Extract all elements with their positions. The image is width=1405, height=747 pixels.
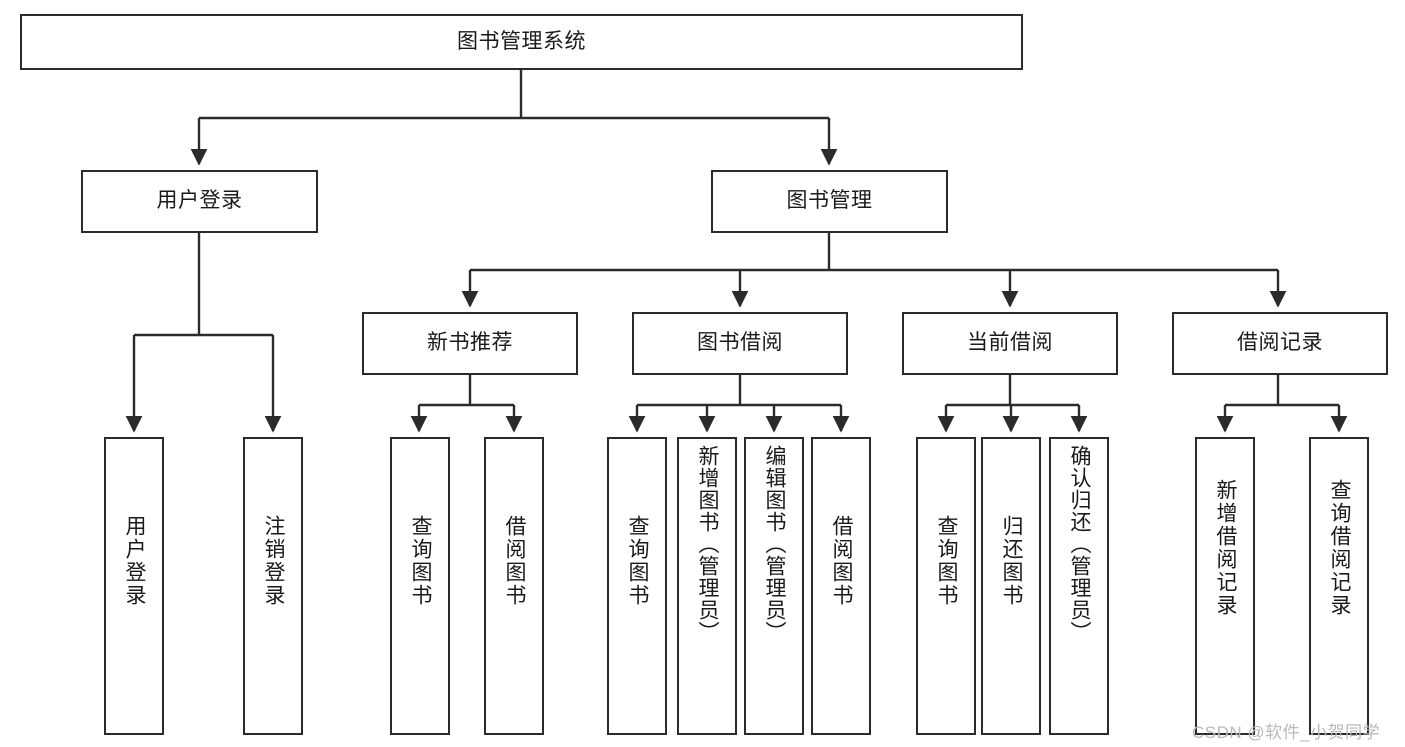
leaf-query-book-current[interactable]: 查询图书: [916, 437, 976, 735]
leaf-query-borrow-record[interactable]: 查询借阅记录: [1309, 437, 1369, 735]
leaf-confirm-return-label: 确认归还（管理员）: [1068, 445, 1092, 643]
leaf-query-borrow-record-label: 查询借阅记录: [1328, 479, 1352, 617]
leaf-add-book[interactable]: 新增图书（管理员）: [677, 437, 737, 735]
leaf-user-logout[interactable]: 注销登录: [243, 437, 303, 735]
node-new-book-recommend-label: 新书推荐: [427, 331, 513, 355]
node-book-manage[interactable]: 图书管理: [711, 170, 948, 233]
node-user-login[interactable]: 用户登录: [81, 170, 318, 233]
leaf-return-book-label: 归还图书: [1000, 515, 1024, 607]
leaf-user-login-label: 用户登录: [123, 515, 147, 607]
leaf-borrow-book-borrow[interactable]: 借阅图书: [811, 437, 871, 735]
node-book-manage-label: 图书管理: [786, 189, 873, 213]
leaf-query-book-borrow[interactable]: 查询图书: [607, 437, 667, 735]
leaf-borrow-book-borrow-label: 借阅图书: [830, 515, 854, 607]
node-root-system-label: 图书管理系统: [457, 29, 586, 53]
leaf-user-logout-label: 注销登录: [262, 515, 286, 607]
leaf-query-book-recommend-label: 查询图书: [409, 515, 433, 607]
node-borrow-record-label: 借阅记录: [1237, 331, 1323, 355]
leaf-add-borrow-record[interactable]: 新增借阅记录: [1195, 437, 1255, 735]
leaf-edit-book[interactable]: 编辑图书（管理员）: [744, 437, 804, 735]
leaf-query-book-recommend[interactable]: 查询图书: [390, 437, 450, 735]
leaf-query-book-current-label: 查询图书: [935, 515, 959, 607]
node-current-borrow-label: 当前借阅: [967, 331, 1053, 355]
node-user-login-label: 用户登录: [156, 189, 243, 213]
leaf-user-login[interactable]: 用户登录: [104, 437, 164, 735]
node-current-borrow[interactable]: 当前借阅: [902, 312, 1118, 375]
leaf-borrow-book-recommend[interactable]: 借阅图书: [484, 437, 544, 735]
leaf-confirm-return[interactable]: 确认归还（管理员）: [1049, 437, 1109, 735]
leaf-return-book[interactable]: 归还图书: [981, 437, 1041, 735]
leaf-query-book-borrow-label: 查询图书: [626, 515, 650, 607]
node-book-borrow[interactable]: 图书借阅: [632, 312, 848, 375]
node-new-book-recommend[interactable]: 新书推荐: [362, 312, 578, 375]
node-borrow-record[interactable]: 借阅记录: [1172, 312, 1388, 375]
leaf-borrow-book-recommend-label: 借阅图书: [503, 515, 527, 607]
leaf-add-borrow-record-label: 新增借阅记录: [1214, 479, 1238, 617]
node-root-system[interactable]: 图书管理系统: [20, 14, 1023, 70]
leaf-edit-book-label: 编辑图书（管理员）: [763, 445, 787, 643]
csdn-watermark: CSDN @软件_小贺同学: [1192, 723, 1381, 742]
node-book-borrow-label: 图书借阅: [697, 331, 783, 355]
leaf-add-book-label: 新增图书（管理员）: [696, 445, 720, 643]
